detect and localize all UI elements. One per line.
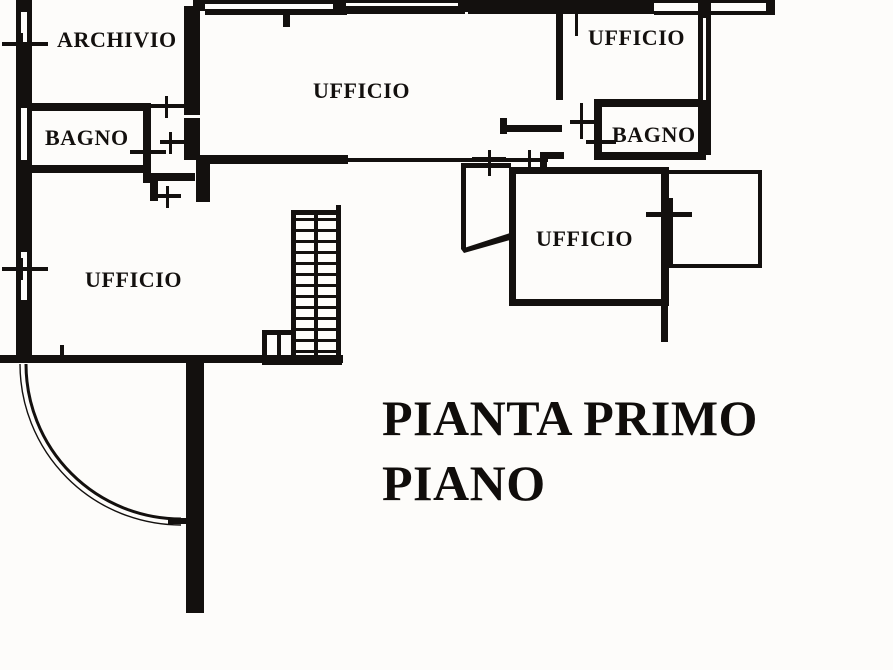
door-tick bbox=[472, 157, 506, 161]
wall-entry-vertical-outer bbox=[186, 355, 196, 613]
door-tick bbox=[169, 132, 172, 154]
wall-entry-vertical-inner bbox=[196, 363, 204, 613]
window-tick bbox=[2, 267, 48, 271]
wall-ufficio-tr-right2 bbox=[706, 0, 711, 152]
wall-lower-horizontal bbox=[0, 355, 200, 363]
wall-left-node bbox=[16, 0, 32, 12]
wall-niche-left bbox=[461, 163, 466, 249]
wall-ufficio-right-top bbox=[509, 167, 669, 174]
wall-ufficio-right-left bbox=[509, 167, 516, 306]
door-swing-arc bbox=[24, 363, 182, 521]
wall-node bbox=[698, 100, 711, 155]
wall-bagno-left-top bbox=[32, 103, 150, 111]
wall-stair-right bbox=[336, 205, 341, 363]
wall-small-room-right bbox=[758, 170, 762, 268]
plan-title-line-2: PIANO bbox=[382, 455, 546, 511]
door-tick bbox=[488, 150, 491, 176]
wall-small-room-top bbox=[669, 170, 762, 174]
room-label-bagno-left: BAGNO bbox=[45, 125, 129, 150]
wall-left-node bbox=[16, 300, 32, 360]
door-swing-group bbox=[19, 363, 182, 526]
wall-corridor-thin bbox=[348, 158, 548, 162]
wall-archivio-right2 bbox=[192, 6, 200, 111]
door-tick bbox=[160, 140, 200, 144]
wall-drop bbox=[661, 264, 668, 342]
room-label-bagno-right: BAGNO bbox=[612, 122, 696, 147]
wall-corridor-drop bbox=[196, 164, 210, 202]
wall-top-seg bbox=[205, 0, 333, 4]
window-tick bbox=[2, 42, 48, 46]
wall-ufficio-right-bottom bbox=[509, 299, 669, 306]
wall-left-node bbox=[16, 160, 32, 252]
room-label-ufficio-right: UFFICIO bbox=[536, 226, 634, 251]
wall-corridor bbox=[184, 118, 192, 160]
room-label-ufficio-top: UFFICIO bbox=[313, 78, 411, 103]
wall-small-room-bottom bbox=[669, 264, 762, 268]
wall-stub-cap bbox=[500, 118, 507, 134]
wall-top-seg bbox=[347, 0, 457, 14]
wall-landing bbox=[262, 330, 267, 365]
stair-stringer bbox=[314, 215, 318, 360]
wall-top-seg bbox=[646, 0, 654, 14]
wall-corridor-horizontal bbox=[196, 155, 348, 164]
wall-niche-angled bbox=[461, 233, 510, 253]
door-tick bbox=[570, 120, 602, 124]
wall-bagno-left-right bbox=[143, 103, 151, 183]
door-tick bbox=[586, 140, 616, 144]
door-jamb-thick bbox=[661, 198, 673, 264]
wall-node bbox=[698, 0, 711, 18]
landing-divider bbox=[277, 335, 281, 361]
door-tick bbox=[646, 212, 692, 217]
wall-bagno-right-top bbox=[594, 99, 702, 107]
room-label-ufficio-left: UFFICIO bbox=[85, 267, 183, 292]
wall-corridor bbox=[192, 118, 200, 160]
wall-connector bbox=[540, 152, 547, 168]
wall-lower-horizontal2 bbox=[181, 355, 343, 363]
wall-top-seg bbox=[766, 0, 775, 15]
plan-title-line-1: PIANTA PRIMO bbox=[382, 390, 758, 446]
wall-stair-top bbox=[291, 210, 341, 215]
door-tick bbox=[528, 150, 531, 174]
wall-top-seg bbox=[205, 9, 333, 15]
wall-stub bbox=[500, 125, 562, 132]
wall-tick bbox=[60, 345, 64, 363]
door-swing-arc-outer bbox=[19, 363, 182, 526]
room-label-ufficio-top-right: UFFICIO bbox=[588, 25, 686, 50]
window-tick bbox=[575, 14, 578, 36]
wall-jog bbox=[150, 173, 195, 181]
door-tick bbox=[148, 141, 151, 163]
wall-jog bbox=[150, 173, 158, 201]
wall-ufficio-tr-left bbox=[556, 0, 563, 100]
walls-group bbox=[0, 0, 775, 613]
window-tick bbox=[20, 258, 23, 280]
window-tick bbox=[20, 33, 23, 55]
wall-top-window-mullion bbox=[283, 14, 290, 27]
wall-top-seg bbox=[333, 0, 347, 15]
wall-top-seg bbox=[465, 0, 468, 12]
wall-left-node bbox=[16, 46, 32, 108]
wall-node bbox=[184, 111, 200, 115]
wall-connector bbox=[540, 152, 564, 159]
wall-niche-top bbox=[461, 163, 511, 168]
window-opening bbox=[346, 3, 458, 6]
wall-door-stop bbox=[168, 518, 196, 524]
wall-top-seg bbox=[457, 0, 465, 14]
room-label-archivio: ARCHIVIO bbox=[57, 27, 177, 52]
wall-bagno-right-bottom bbox=[594, 152, 706, 160]
wall-landing bbox=[262, 330, 294, 335]
wall-bagno-left-bottom bbox=[32, 165, 150, 173]
door-tick bbox=[166, 186, 169, 208]
door-tick bbox=[165, 96, 168, 118]
wall-stair-left bbox=[291, 210, 296, 358]
wall-node bbox=[186, 513, 204, 519]
wall-archivio-right bbox=[184, 6, 192, 111]
wall-top-seg bbox=[193, 0, 205, 11]
wall-ufficio-tr-right bbox=[698, 0, 703, 152]
